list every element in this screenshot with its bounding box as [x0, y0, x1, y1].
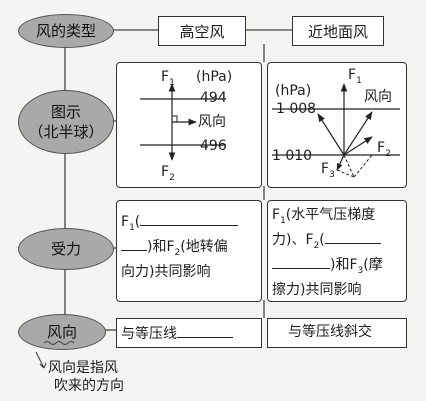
- near-isobar-1010-label: 1 010: [272, 148, 313, 164]
- panel-near-direction: [267, 318, 407, 348]
- parallelogram-dashed-2: [336, 169, 355, 178]
- near-f3-label: F3: [321, 161, 335, 180]
- wind-direction-arrow: [343, 111, 373, 156]
- high-direction-text: 与等压线: [121, 323, 233, 343]
- panel-near-forces: [267, 200, 407, 302]
- high-f1-label: F1: [161, 69, 175, 88]
- right-angle-mark: [172, 115, 178, 122]
- high-forces-line3: 向力)共同影响: [121, 264, 211, 280]
- row-label-diagram-line2: （北半球）: [28, 123, 104, 141]
- row-label-diagram: 图示 （北半球）: [18, 90, 114, 154]
- near-f1-label: F1: [348, 67, 362, 86]
- panel-high-forces: [116, 200, 262, 302]
- force-f3-arrow-upper: [317, 113, 345, 156]
- blank-high-direction[interactable]: [177, 323, 233, 338]
- header-near-surface-text: 近地面风: [307, 22, 368, 41]
- force-f2-arrow: [343, 136, 373, 156]
- near-direction-text: 与等压线斜交: [288, 324, 372, 340]
- blank-high-f1-cont[interactable]: [121, 236, 147, 251]
- near-forces-line4: 擦力)共同影响: [272, 282, 362, 298]
- header-high-altitude-text: 高空风: [179, 22, 225, 41]
- blank-high-f1[interactable]: [140, 211, 239, 226]
- row-label-direction-text: 风向: [46, 323, 77, 341]
- high-wind-label: 风向: [198, 114, 226, 130]
- near-forces-line1: F1(水平气压梯度: [272, 207, 376, 226]
- row-label-direction: 风向: [18, 314, 106, 350]
- panel-high-direction: [116, 318, 262, 348]
- row-label-wind-type: 风的类型: [18, 14, 114, 48]
- row-label-forces-text: 受力: [50, 240, 81, 258]
- high-f2-label: F2: [161, 164, 175, 183]
- force-f3-arrow: [336, 154, 345, 171]
- header-high-altitude: 高空风: [158, 16, 246, 46]
- high-forces-line1: F1(: [121, 210, 239, 241]
- row-label-forces: 受力: [18, 228, 114, 270]
- row-label-wind-type-text: 风的类型: [35, 22, 96, 40]
- resultant-dashed: [343, 154, 355, 178]
- row-label-diagram-line1: 图示: [50, 103, 81, 121]
- high-isobar-496-label: 496: [200, 138, 227, 154]
- near-isobar-1008-label: 1 008: [276, 101, 317, 117]
- near-wind-label: 风向: [364, 89, 392, 105]
- blank-near-f2-cont[interactable]: [272, 254, 330, 269]
- header-near-surface: 近地面风: [292, 16, 384, 46]
- near-pressure-unit: (hPa): [275, 83, 312, 99]
- blank-near-f2[interactable]: [324, 229, 381, 244]
- near-forces-line2: 力)、F2(: [272, 228, 381, 259]
- high-isobar-494-label: 494: [200, 90, 227, 106]
- near-forces-line3: )和F3(摩: [272, 253, 383, 284]
- high-forces-line2: )和F2(地转偏: [121, 235, 228, 266]
- note-line1: 风向是指风: [48, 360, 118, 376]
- near-f2-label: F2: [377, 140, 391, 159]
- high-pressure-unit: (hPa): [196, 69, 233, 85]
- note-line2: 吹来的方向: [54, 378, 124, 394]
